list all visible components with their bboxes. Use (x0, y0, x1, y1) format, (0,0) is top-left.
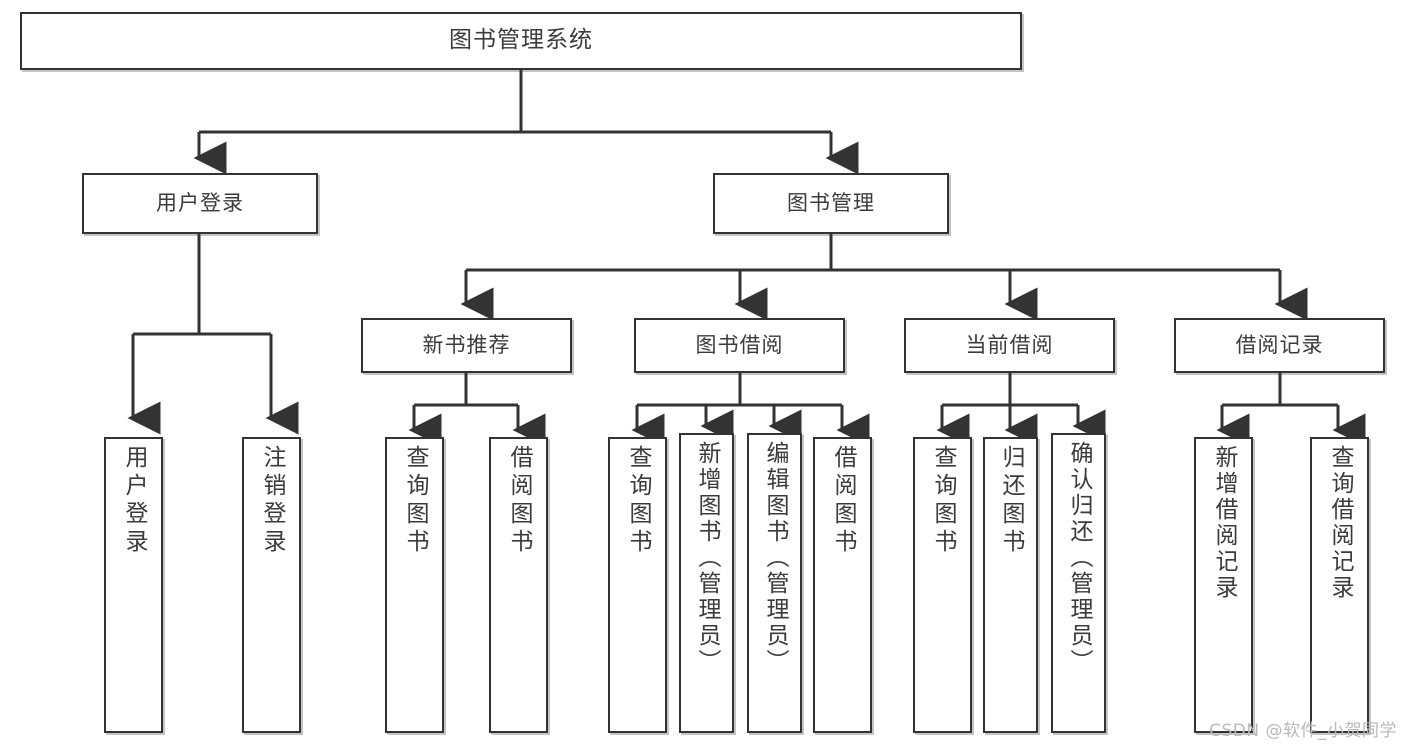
leaf-records-add-record[interactable]: 新增借阅记录 (1194, 437, 1253, 733)
node-book-management[interactable]: 图书管理 (713, 173, 949, 234)
leaf-current-query-book[interactable]: 查询图书 (913, 437, 972, 733)
node-label: 当前借阅 (965, 333, 1054, 358)
leaf-borrow-borrow-book[interactable]: 借阅图书 (813, 437, 872, 733)
node-label: 新书推荐 (422, 333, 511, 358)
node-label: 编辑图书（管理员） (762, 441, 788, 675)
leaf-user-login-login[interactable]: 用户登录 (104, 437, 163, 733)
node-user-login[interactable]: 用户登录 (82, 173, 318, 234)
node-label: 新增图书（管理员） (694, 441, 720, 675)
node-current-borrowing[interactable]: 当前借阅 (904, 318, 1115, 373)
node-label: 借阅记录 (1235, 333, 1324, 358)
node-root-book-management-system[interactable]: 图书管理系统 (20, 12, 1022, 70)
node-book-borrowing[interactable]: 图书借阅 (634, 318, 845, 373)
leaf-borrow-query-book[interactable]: 查询图书 (608, 437, 667, 733)
leaf-new-book-borrow-book[interactable]: 借阅图书 (489, 437, 548, 733)
node-label: 查询图书 (625, 445, 651, 557)
node-label: 注销登录 (259, 445, 285, 557)
leaf-borrow-add-book-admin[interactable]: 新增图书（管理员） (679, 433, 734, 733)
leaf-current-return-book[interactable]: 归还图书 (983, 437, 1038, 733)
node-label: 借阅图书 (830, 445, 856, 557)
node-label: 用户登录 (156, 191, 244, 216)
node-label: 查询借阅记录 (1327, 445, 1353, 601)
node-label: 查询图书 (930, 445, 956, 557)
node-label: 新增借阅记录 (1211, 445, 1237, 601)
node-label: 借阅图书 (506, 445, 532, 557)
csdn-watermark: CSDN @软件_小贺同学 (1209, 721, 1397, 741)
node-label: 图书管理 (787, 191, 875, 216)
node-label: 查询图书 (402, 445, 428, 557)
node-new-book-recommendation[interactable]: 新书推荐 (361, 318, 572, 373)
node-label: 图书管理系统 (449, 27, 593, 54)
leaf-current-confirm-return-admin[interactable]: 确认归还（管理员） (1051, 433, 1106, 733)
leaf-records-query-record[interactable]: 查询借阅记录 (1310, 437, 1369, 733)
node-label: 归还图书 (998, 445, 1024, 557)
node-label: 图书借阅 (695, 333, 784, 358)
node-borrowing-records[interactable]: 借阅记录 (1174, 318, 1385, 373)
node-label: 确认归还（管理员） (1066, 441, 1092, 675)
leaf-user-login-logout[interactable]: 注销登录 (242, 437, 301, 733)
leaf-borrow-edit-book-admin[interactable]: 编辑图书（管理员） (747, 433, 802, 733)
node-label: 用户登录 (121, 445, 147, 557)
leaf-new-book-query-book[interactable]: 查询图书 (385, 437, 444, 733)
